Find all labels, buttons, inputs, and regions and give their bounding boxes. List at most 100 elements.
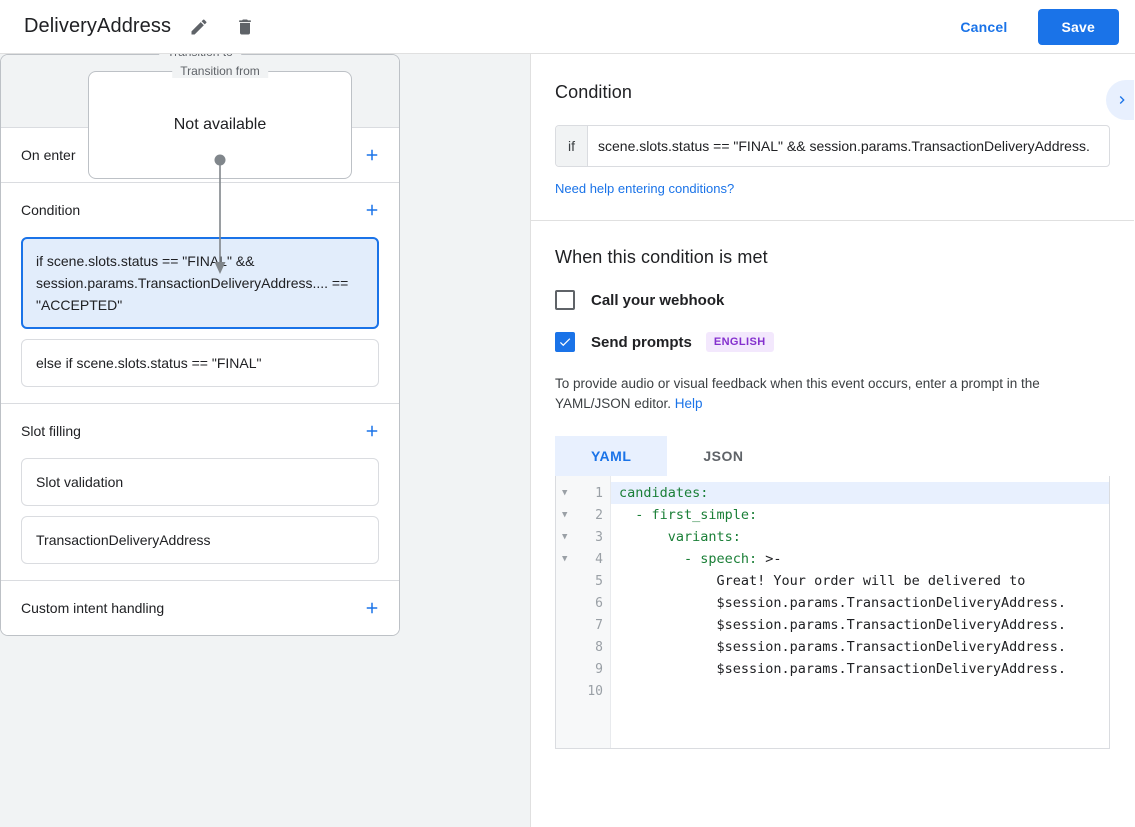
section-title-condition: Condition [21,202,361,218]
section-header-condition[interactable]: Condition [1,183,399,237]
yaml-key: - first_simple: [619,507,757,523]
yaml-key: - speech: [619,551,757,567]
add-slot-filling-button[interactable] [361,420,383,442]
pencil-icon [189,17,209,37]
yaml-value: >- [757,551,781,567]
plus-icon [363,146,381,164]
fold-arrow-icon[interactable]: ▼ [562,511,567,520]
right-detail-panel: Condition if Need help entering conditio… [531,54,1134,827]
line-number-label: 1 [595,486,603,501]
yaml-key: variants: [619,529,741,545]
yaml-value: $session.params.TransactionDeliveryAddre… [619,639,1066,655]
editor-code-line: $session.params.TransactionDeliveryAddre… [611,658,1109,680]
section-title-slot-filling: Slot filling [21,423,361,439]
line-number-label: 9 [595,662,603,677]
editor-code-line: - first_simple: [611,504,1109,526]
webhook-checkbox-row[interactable]: Call your webhook [555,290,1110,310]
add-on-enter-button[interactable] [361,144,383,166]
editor-code-line [611,680,1109,702]
fold-arrow-icon[interactable]: ▼ [562,489,567,498]
save-button[interactable]: Save [1038,9,1120,45]
line-number-label: 6 [595,596,603,611]
expand-panel-button[interactable] [1106,80,1134,120]
plus-icon [363,201,381,219]
condition-input-group: if [555,125,1110,167]
editor-line-number: 8 [556,636,610,658]
main-split: Transition from Not available Transition… [0,54,1135,827]
editor-line-number: 10 [556,680,610,702]
editor-code-line: - speech: >- [611,548,1109,570]
top-app-bar: DeliveryAddress Cancel Save [0,0,1135,54]
yaml-key: candidates: [619,485,708,501]
tab-json[interactable]: JSON [667,436,779,476]
yaml-value: $session.params.TransactionDeliveryAddre… [619,595,1066,611]
slot-validation-item[interactable]: Slot validation [21,458,379,506]
editor-line-number: 5 [556,570,610,592]
condition-heading: Condition [555,82,1110,103]
editor-line-number: 6 [556,592,610,614]
editor-code-line: $session.params.TransactionDeliveryAddre… [611,614,1109,636]
chevron-right-icon [1114,92,1130,108]
section-body-slot-filling: Slot validation TransactionDeliveryAddre… [1,458,399,580]
slot-item[interactable]: TransactionDeliveryAddress [21,516,379,564]
tab-yaml[interactable]: YAML [555,436,667,476]
add-custom-intent-handling-button[interactable] [361,597,383,619]
condition-item[interactable]: else if scene.slots.status == "FINAL" [21,339,379,387]
condition-help-link[interactable]: Need help entering conditions? [555,181,734,196]
plus-icon [363,422,381,440]
add-condition-button[interactable] [361,199,383,221]
line-number-label: 5 [595,574,603,589]
editor-line-number: ▼2 [556,504,610,526]
when-condition-met-heading: When this condition is met [555,247,1110,268]
prompts-description: To provide audio or visual feedback when… [555,374,1110,414]
editor-code-area[interactable]: candidates: - first_simple: variants: - … [611,476,1109,748]
call-webhook-label: Call your webhook [591,292,724,309]
yaml-value: Great! Your order will be delivered to [619,573,1025,589]
editor-line-number: 7 [556,614,610,636]
section-header-custom-intent-handling[interactable]: Custom intent handling [1,581,399,635]
section-custom-intent-handling: Custom intent handling [1,581,399,635]
section-header-slot-filling[interactable]: Slot filling [1,404,399,458]
editor-code-line: candidates: [611,482,1109,504]
yaml-value: $session.params.TransactionDeliveryAddre… [619,617,1066,633]
editor-line-number: ▼4 [556,548,610,570]
condition-section: Condition if Need help entering conditio… [531,54,1134,221]
editor-format-tabs: YAML JSON [555,436,1110,476]
language-badge: ENGLISH [706,332,774,352]
edit-title-button[interactable] [181,9,217,45]
section-slot-filling: Slot filling Slot validation Transaction… [1,404,399,581]
editor-code-line: $session.params.TransactionDeliveryAddre… [611,636,1109,658]
left-graph-panel: Transition from Not available Transition… [0,54,531,827]
call-webhook-checkbox[interactable] [555,290,575,310]
condition-if-prefix: if [556,126,588,166]
transition-connector-arrow [212,154,228,278]
check-icon [558,335,572,349]
line-number-label: 8 [595,640,603,655]
condition-input[interactable] [588,126,1109,166]
delete-button[interactable] [227,9,263,45]
yaml-value: $session.params.TransactionDeliveryAddre… [619,661,1066,677]
trash-icon [235,17,255,37]
line-number-label: 3 [595,530,603,545]
editor-code-line: Great! Your order will be delivered to [611,570,1109,592]
yaml-editor[interactable]: ▼1▼2▼3▼45678910 candidates: - first_simp… [555,476,1110,749]
fold-arrow-icon[interactable]: ▼ [562,555,567,564]
send-prompts-checkbox-row[interactable]: Send prompts ENGLISH [555,332,1110,352]
prompts-description-text: To provide audio or visual feedback when… [555,376,1040,411]
page-title: DeliveryAddress [24,15,171,38]
send-prompts-checkbox[interactable] [555,332,575,352]
section-body-condition: if scene.slots.status == "FINAL" && sess… [1,237,399,403]
plus-icon [363,599,381,617]
line-number-label: 2 [595,508,603,523]
send-prompts-label: Send prompts [591,334,692,351]
editor-line-number-gutter: ▼1▼2▼3▼45678910 [556,476,611,748]
cancel-button[interactable]: Cancel [944,10,1023,44]
section-condition: Condition if scene.slots.status == "FINA… [1,183,399,404]
fold-arrow-icon[interactable]: ▼ [562,533,567,542]
line-number-label: 4 [595,552,603,567]
editor-line-number: ▼1 [556,482,610,504]
prompts-help-link[interactable]: Help [675,396,703,411]
editor-line-number: ▼3 [556,526,610,548]
condition-item-selected[interactable]: if scene.slots.status == "FINAL" && sess… [21,237,379,329]
transition-to-legend: Transition to [159,54,241,59]
